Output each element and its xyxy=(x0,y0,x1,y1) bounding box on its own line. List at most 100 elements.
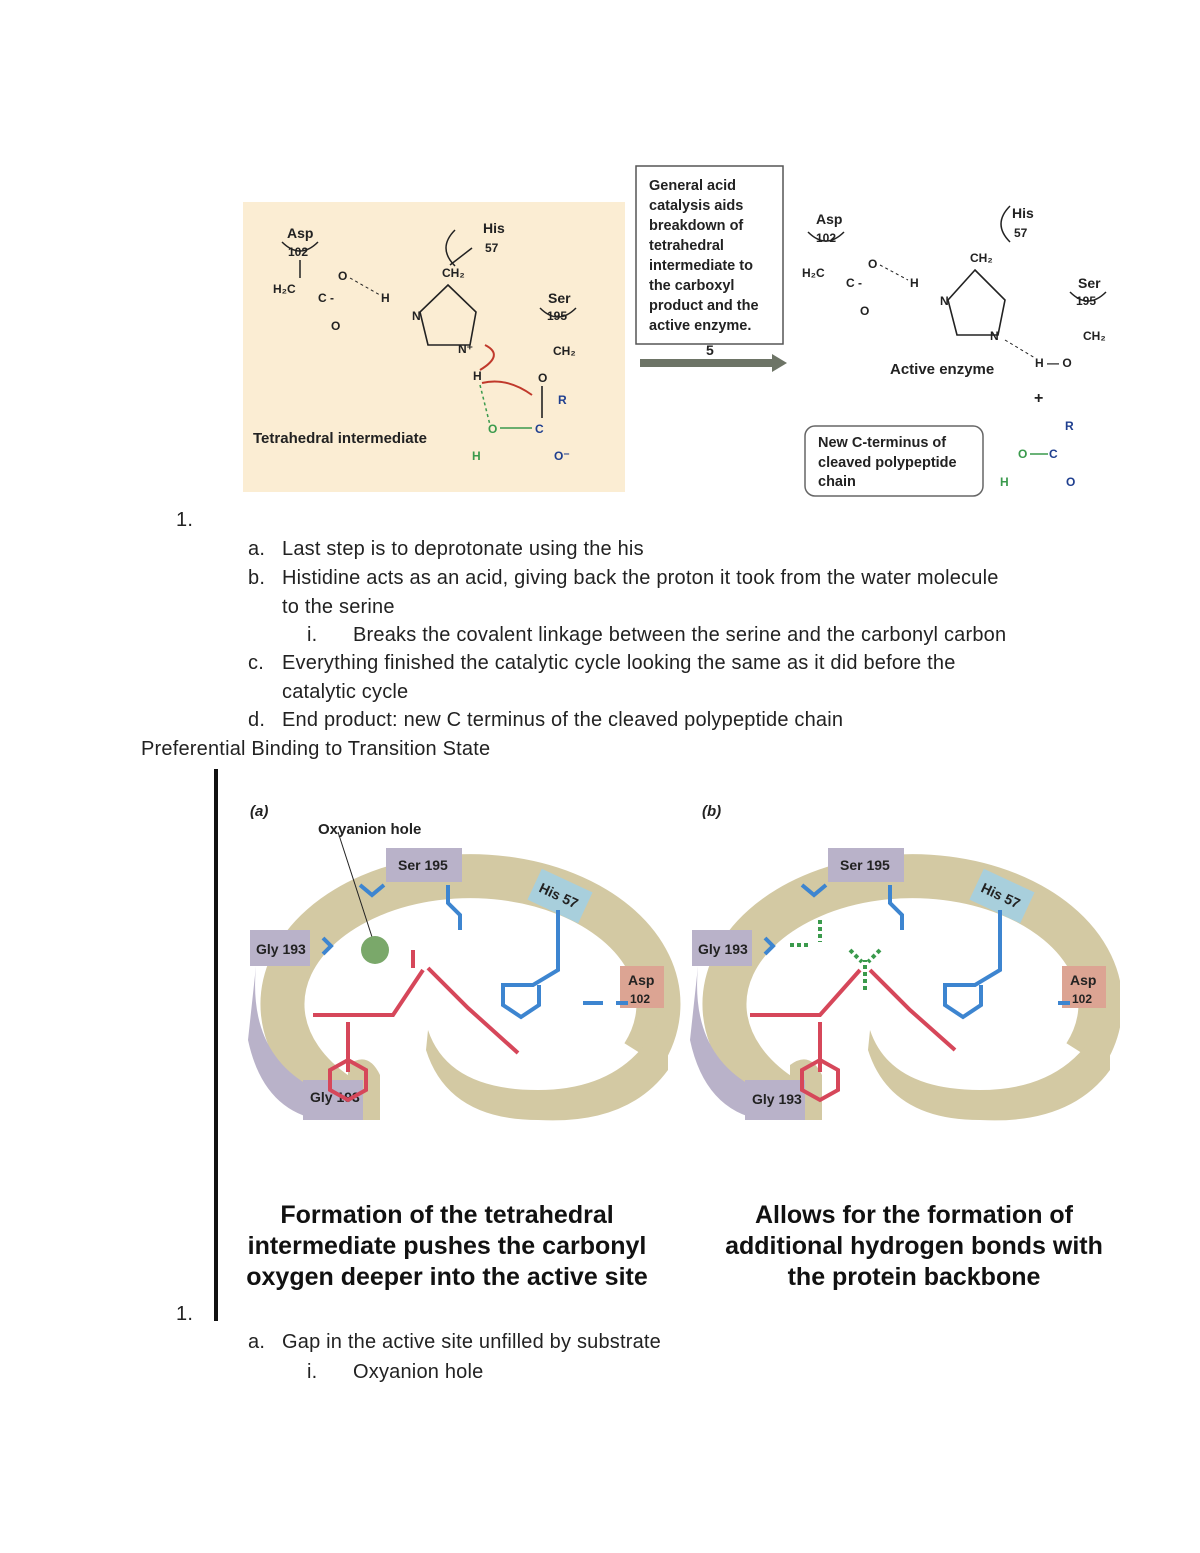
panel-tag: (a) xyxy=(250,803,268,820)
list-item-continued: catalytic cycle xyxy=(282,681,409,703)
list-marker: d. xyxy=(248,709,266,731)
ch2-label: CH₂ xyxy=(970,251,993,265)
list-item-continued: to the serine xyxy=(282,596,395,618)
caption-line: oxygen deeper into the active site xyxy=(246,1263,648,1291)
product-o-label: O xyxy=(1066,475,1075,489)
n-plus-label: N⁺ xyxy=(458,342,473,356)
o-label: O xyxy=(331,319,340,333)
ch2-label: CH₂ xyxy=(1083,329,1106,343)
his-label: His xyxy=(1012,205,1034,221)
h2c-label: H₂C xyxy=(802,266,825,280)
figure-tetrahedral-breakdown: Asp 102 H₂C C - O O H His 57 CH₂ N N⁺ H … xyxy=(243,165,1107,497)
product-label-line: New C-terminus of xyxy=(818,435,946,451)
gly193-bottom-label: Gly 193 xyxy=(752,1091,802,1107)
list-item: Last step is to deprotonate using the hi… xyxy=(282,538,644,560)
plus-sign: + xyxy=(1034,390,1043,407)
list-item: End product: new C terminus of the cleav… xyxy=(282,709,844,731)
panel-tag: (b) xyxy=(702,803,721,820)
asp-number: 102 xyxy=(1072,992,1092,1006)
n-label: N xyxy=(990,329,999,343)
his-label: His xyxy=(483,220,505,236)
list-item: Oxyanion hole xyxy=(353,1361,484,1383)
o-label: O xyxy=(868,257,877,271)
callout-line: tetrahedral xyxy=(649,238,724,254)
callout-line: breakdown of xyxy=(649,218,743,234)
callout-line: intermediate to xyxy=(649,258,753,274)
callout-box xyxy=(635,165,784,345)
oxyanion-hole-label: Oxyanion hole xyxy=(318,821,421,838)
h-o-label: H — O xyxy=(1035,356,1072,370)
list-item: Breaks the covalent linkage between the … xyxy=(353,624,1007,646)
caption-b: Allows for the formation of additional h… xyxy=(699,1200,1129,1293)
asp-label: Asp xyxy=(628,972,654,988)
ch2-label: CH₂ xyxy=(553,344,576,358)
list-marker: i. xyxy=(307,624,318,646)
tetrahedral-intermediate-title: Tetrahedral intermediate xyxy=(253,430,427,447)
carbonyl-c-label: C xyxy=(535,422,544,436)
panel-b: (b) Ser 195 His 57 Gly 193 Gly 193 Asp 1… xyxy=(690,803,1110,1120)
asp-number: 102 xyxy=(816,231,836,245)
active-enzyme-title: Active enzyme xyxy=(890,361,994,378)
callout-line: the carboxyl xyxy=(649,278,734,294)
caption-line: intermediate pushes the carbonyl xyxy=(247,1232,647,1260)
callout-line: General acid xyxy=(649,178,736,194)
ser-number: 195 xyxy=(1076,294,1096,308)
h-label: H xyxy=(381,291,390,305)
caption-line: additional hydrogen bonds with xyxy=(725,1232,1103,1260)
list-marker: c. xyxy=(248,652,264,674)
his-number: 57 xyxy=(485,241,499,255)
caption-line: the protein backbone xyxy=(787,1263,1041,1291)
list-marker: a. xyxy=(248,538,266,560)
callout-line: product and the xyxy=(649,298,759,314)
gly193-top-label: Gly 193 xyxy=(698,941,748,957)
step-number: 5 xyxy=(706,342,714,358)
ch2-label: CH₂ xyxy=(442,266,465,280)
water-o-label: O xyxy=(488,422,497,436)
asp-label: Asp xyxy=(1070,972,1096,988)
o-minus-label: O⁻ xyxy=(554,449,570,463)
carboxylate-c: C - xyxy=(318,291,334,305)
list-item: Gap in the active site unfilled by subst… xyxy=(282,1331,662,1353)
carboxylate-c: C - xyxy=(846,276,862,290)
caption-line: Allows for the formation of xyxy=(754,1201,1074,1229)
his-number: 57 xyxy=(1014,226,1028,240)
gly193-top-label: Gly 193 xyxy=(256,941,306,957)
panel-a: (a) Oxyanion hole Ser 195 His 57 Gly 193… xyxy=(248,803,668,1120)
o-label: O xyxy=(338,269,347,283)
n-label: N xyxy=(940,294,949,308)
product-o-label: O xyxy=(1018,447,1027,461)
list-marker: a. xyxy=(248,1331,266,1353)
reaction-arrow xyxy=(640,354,787,372)
asp-label: Asp xyxy=(816,211,842,227)
caption-line: Formation of the tetrahedral xyxy=(280,1201,614,1229)
list-number: 1. xyxy=(176,1303,194,1325)
list-item: Histidine acts as an acid, giving back t… xyxy=(282,567,999,589)
product-label-line: chain xyxy=(818,474,856,490)
asp-number: 102 xyxy=(288,245,308,259)
list-number: 1. xyxy=(176,509,194,531)
section-heading: Preferential Binding to Transition State xyxy=(141,738,491,760)
product-label-box xyxy=(804,425,984,497)
ser-number: 195 xyxy=(547,309,567,323)
oxyanion-hole-marker xyxy=(361,936,389,964)
h2c-label: H₂C xyxy=(273,282,296,296)
product-h-label: H xyxy=(1000,475,1009,489)
ser-label: Ser xyxy=(1078,275,1101,291)
o-label: O xyxy=(538,371,547,385)
figure-oxyanion-hole: (a) Oxyanion hole Ser 195 His 57 Gly 193… xyxy=(248,803,1120,1140)
list-marker: b. xyxy=(248,567,266,589)
callout-line: catalysis aids xyxy=(649,198,743,214)
water-h-label: H xyxy=(472,449,481,463)
h-label: H xyxy=(910,276,919,290)
r-label: R xyxy=(558,393,567,407)
callout-line: active enzyme. xyxy=(649,318,751,334)
ser-label: Ser xyxy=(548,290,571,306)
ser195-label: Ser 195 xyxy=(840,857,890,873)
asp-label: Asp xyxy=(287,225,313,241)
list-marker: i. xyxy=(307,1361,318,1383)
n-label: N xyxy=(412,309,421,323)
left-border-bar xyxy=(214,769,218,1321)
product-c-label: C xyxy=(1049,447,1058,461)
product-label-line: cleaved polypeptide xyxy=(818,455,957,471)
